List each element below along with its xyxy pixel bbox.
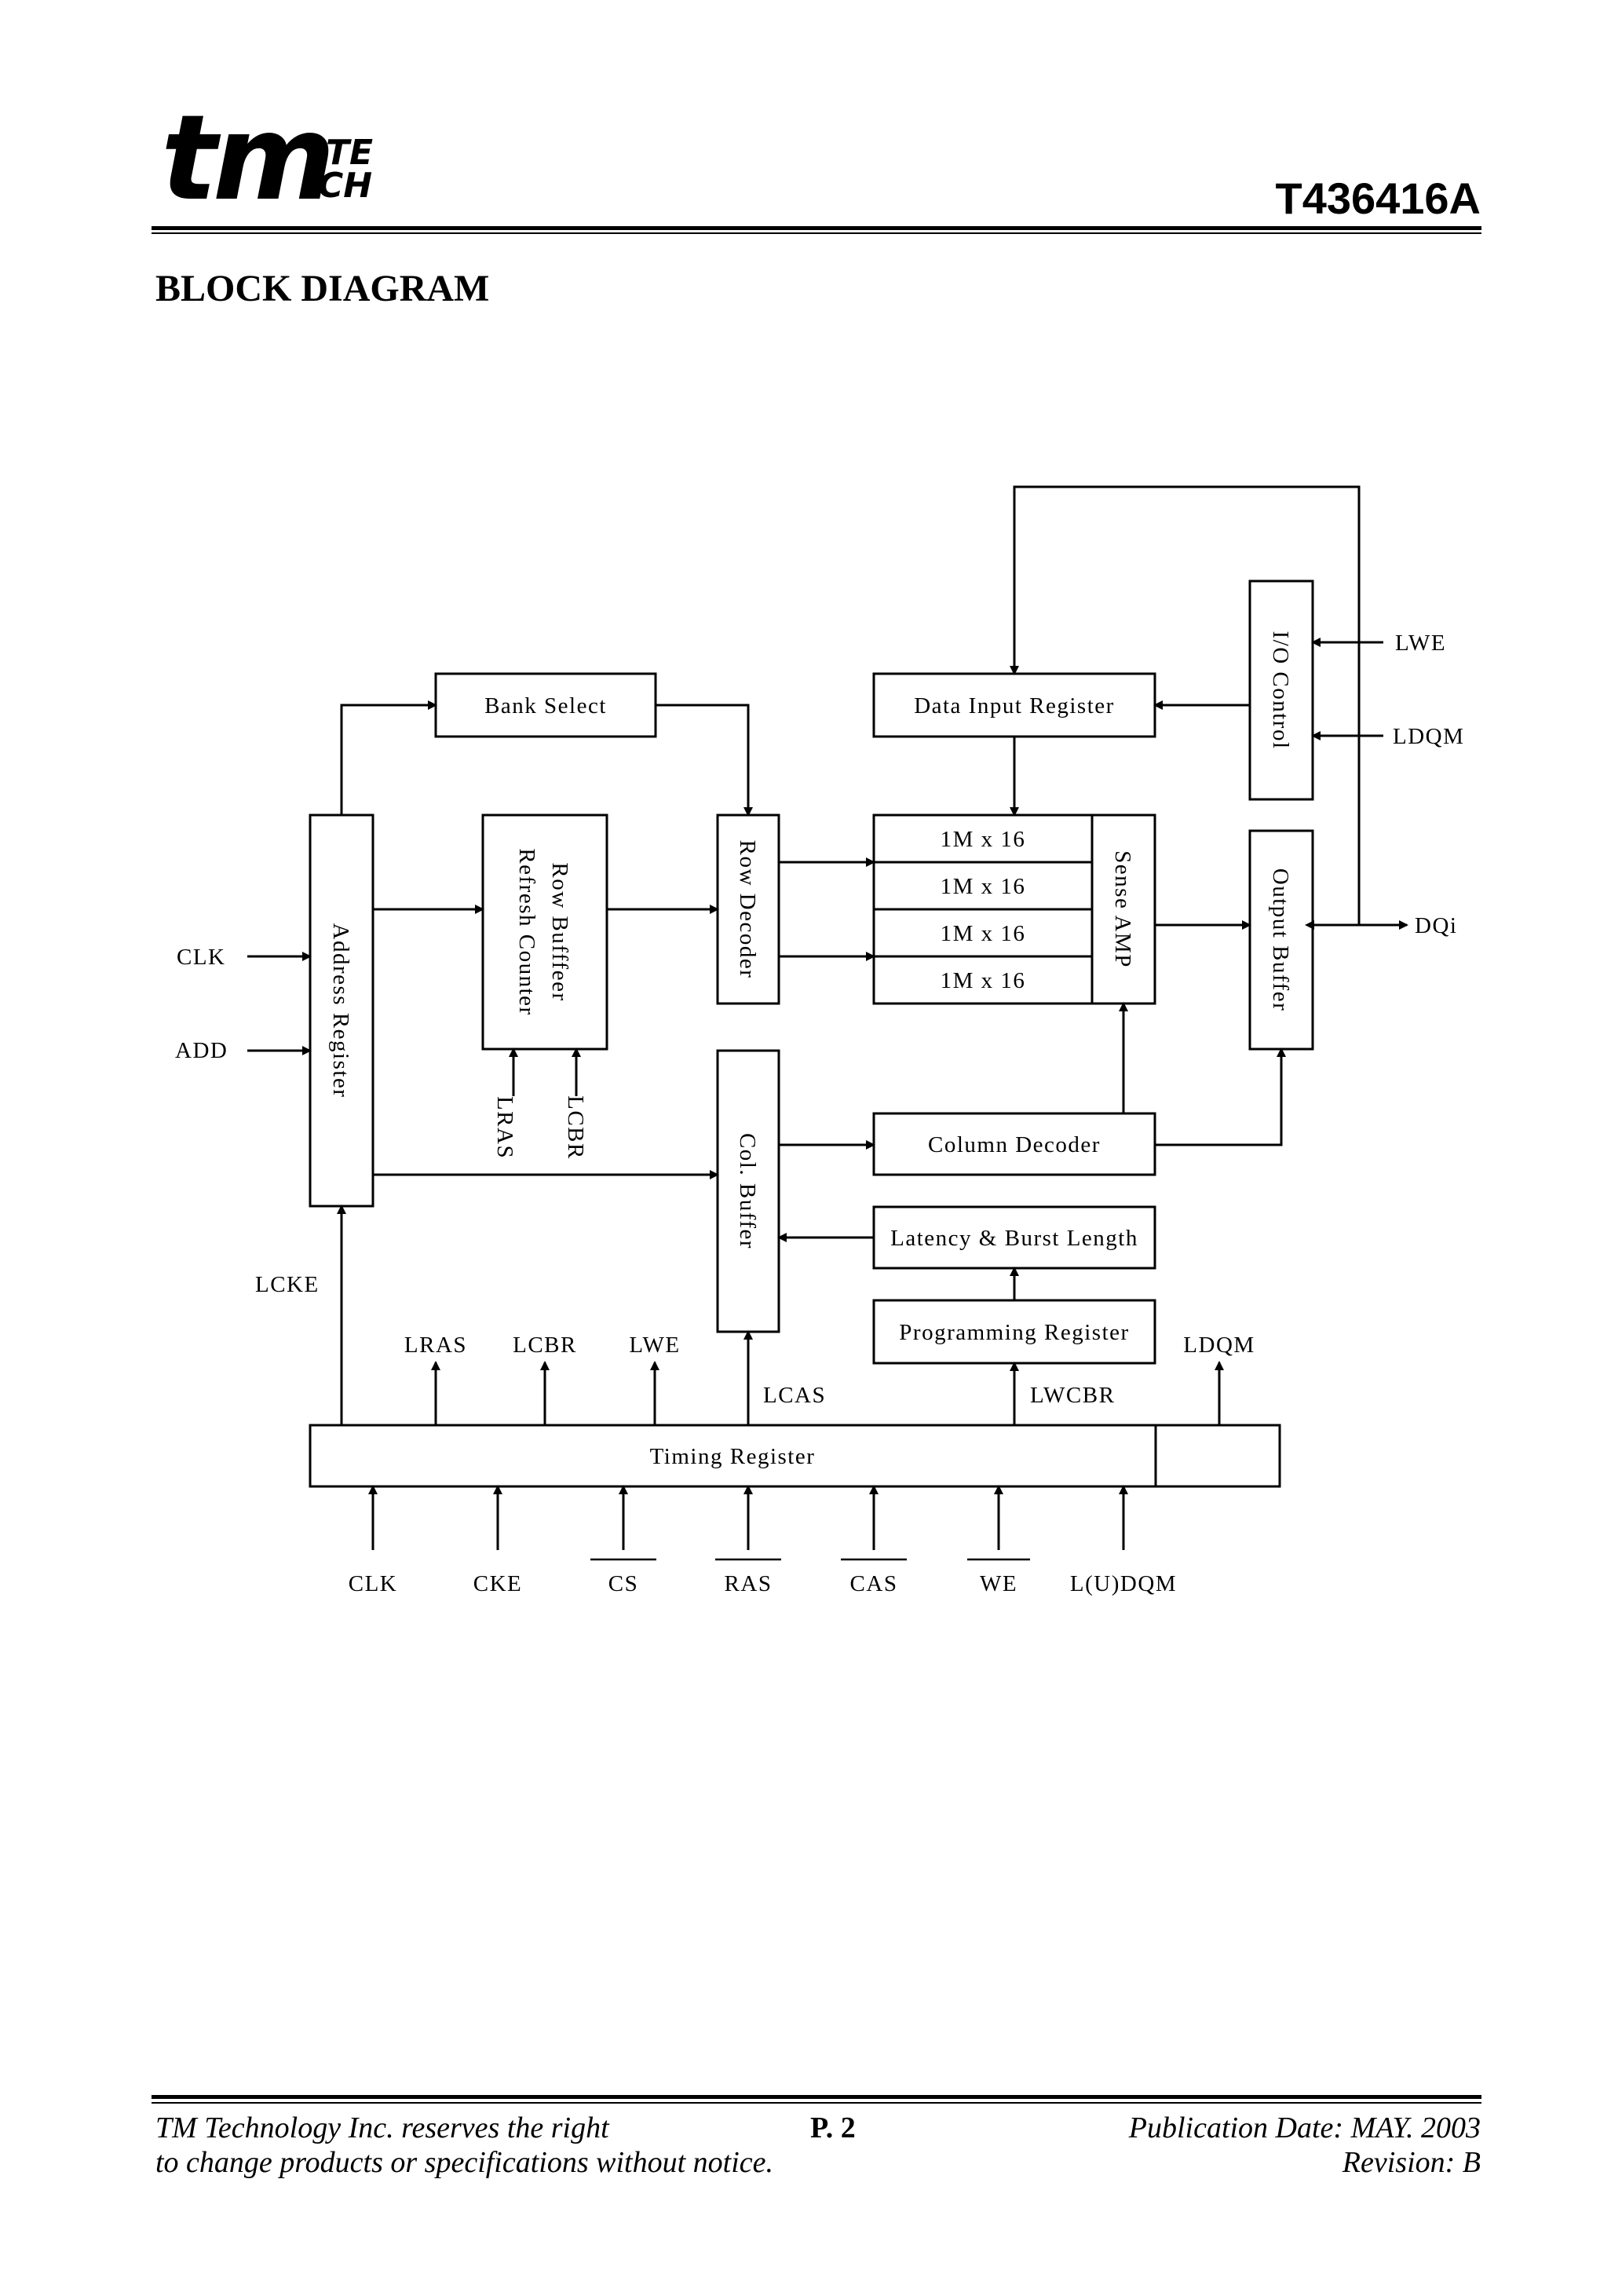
revision: Revision: B — [1342, 2146, 1481, 2179]
io-control-label: I/O Control — [1268, 631, 1293, 749]
memory-bank-3-label: 1M x 16 — [941, 921, 1026, 946]
page-number: P. 2 — [810, 2111, 856, 2144]
bank-select-label: Bank Select — [484, 693, 607, 718]
latency-burst-label: Latency & Burst Length — [890, 1226, 1138, 1251]
footer-rule-thick — [152, 2095, 1481, 2099]
timing-register-label: Timing Register — [650, 1444, 816, 1469]
ldqm-out-label: LDQM — [1183, 1333, 1255, 1358]
footer-notice-line2: to change products or specifications wit… — [155, 2146, 773, 2179]
sense-amp-label: Sense AMP — [1110, 850, 1135, 968]
lcbr-out-label: LCBR — [513, 1333, 577, 1358]
footer-notice-line1: TM Technology Inc. reserves the right — [155, 2111, 609, 2144]
page-title: BLOCK DIAGRAM — [155, 268, 490, 309]
row-buffer-label-1: Row Bufffeer — [547, 862, 572, 1001]
add-in-label: ADD — [175, 1038, 228, 1063]
header-rule-thick — [152, 226, 1481, 230]
header-rule-thin — [152, 232, 1481, 234]
lras-out-label: LRAS — [404, 1333, 467, 1358]
data-input-register-label: Data Input Register — [914, 693, 1115, 718]
publication-date: Publication Date: MAY. 2003 — [1128, 2111, 1481, 2144]
programming-register-label: Programming Register — [899, 1320, 1129, 1345]
memory-bank-1-label: 1M x 16 — [941, 827, 1026, 852]
input-cs-label: CS — [608, 1571, 638, 1596]
lwcbr-label: LWCBR — [1030, 1383, 1115, 1408]
input-clk-label: CLK — [349, 1571, 398, 1596]
memory-bank-4-label: 1M x 16 — [941, 968, 1026, 993]
lwe-in-label: LWE — [1395, 631, 1446, 656]
input-we-label: WE — [980, 1571, 1017, 1596]
row-decoder-label: Row Decoder — [735, 840, 760, 979]
clk-in-label: CLK — [177, 945, 226, 970]
input-cas-label: CAS — [850, 1571, 898, 1596]
lras-rb-label: LRAS — [492, 1096, 517, 1159]
input-ludqm-label: L(U)DQM — [1070, 1571, 1177, 1596]
dqi-label: DQi — [1415, 913, 1457, 938]
timing-register-extension — [1154, 1424, 1281, 1488]
logo-mark: tm — [161, 90, 335, 227]
lwe-out-label: LWE — [629, 1333, 680, 1358]
input-cke-label: CKE — [473, 1571, 523, 1596]
footer-rule-thin — [152, 2102, 1481, 2104]
row-buffer-label-2: Refresh Counter — [514, 848, 539, 1015]
io-control-block — [1248, 579, 1314, 801]
lcas-label: LCAS — [763, 1383, 826, 1408]
output-buffer-label: Output Buffer — [1268, 868, 1293, 1011]
lcbr-rb-label: LCBR — [563, 1095, 588, 1160]
dq-feedback-line — [1010, 485, 1361, 925]
column-decoder-label: Column Decoder — [928, 1132, 1101, 1157]
input-ras-label: RAS — [725, 1571, 773, 1596]
row-buffer-block — [481, 813, 608, 1051]
company-logo: tm TE CH — [161, 100, 412, 224]
address-register-label: Address Register — [328, 923, 353, 1099]
ldqm-in-label: LDQM — [1393, 724, 1464, 749]
col-buffer-label: Col. Buffer — [735, 1133, 760, 1249]
part-number: T436416A — [1275, 174, 1481, 223]
logo-sub-bottom: CH — [318, 166, 373, 206]
memory-bank-2-label: 1M x 16 — [941, 874, 1026, 899]
lcke-label: LCKE — [255, 1272, 320, 1297]
logo-sub-top: TE — [326, 133, 374, 173]
